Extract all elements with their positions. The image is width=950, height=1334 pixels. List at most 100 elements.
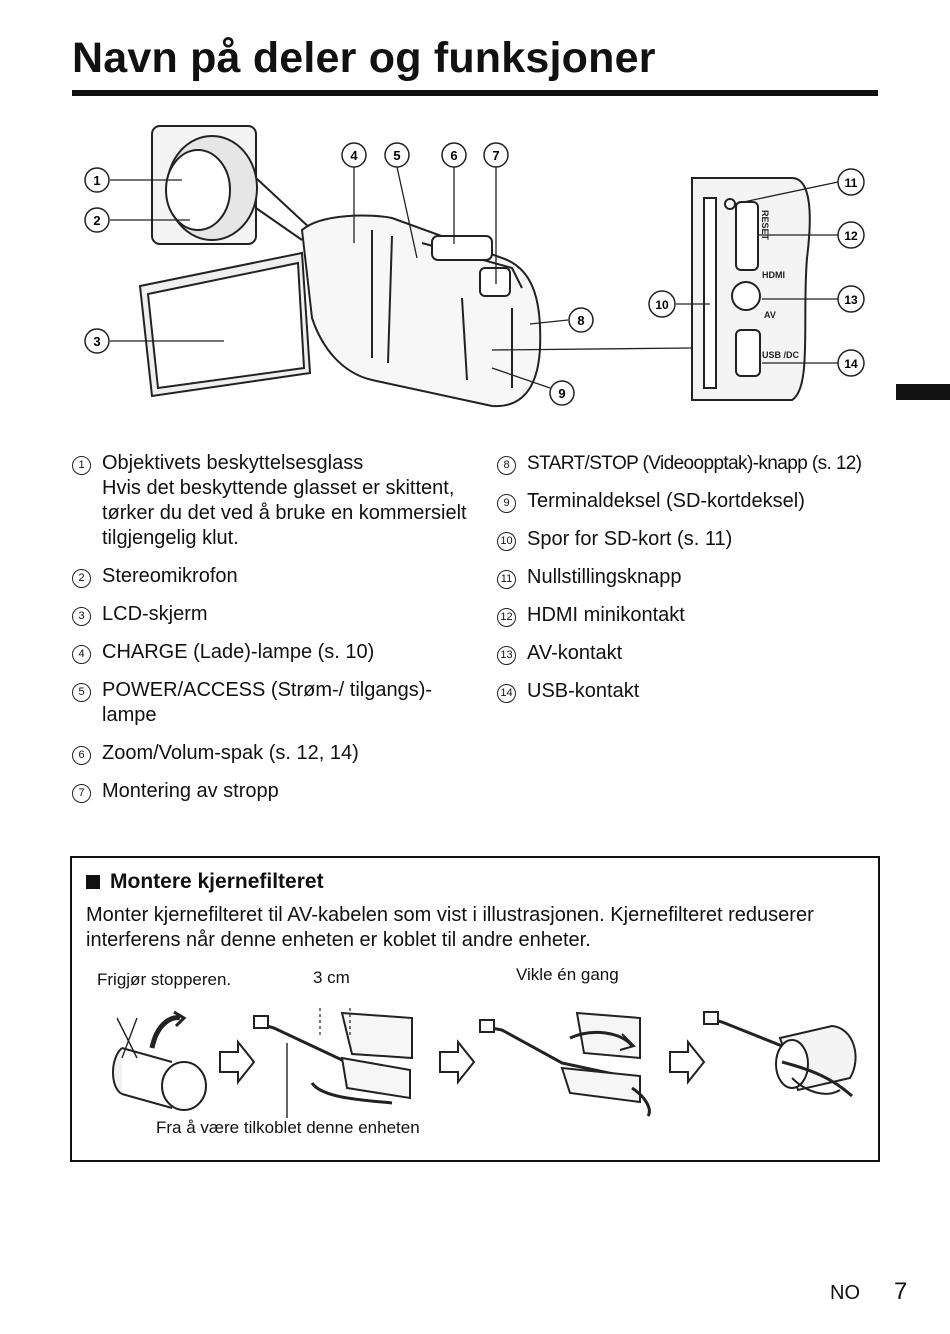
callout-7: 7 <box>483 142 509 168</box>
part-label: LCD-skjerm <box>102 603 208 625</box>
part-num: 4 <box>72 645 91 664</box>
arrow-right-icon <box>439 1039 476 1085</box>
arrow-right-icon <box>219 1039 256 1085</box>
callout-13: 13 <box>837 285 865 313</box>
callout-8: 8 <box>568 307 594 333</box>
svg-text:8: 8 <box>577 313 584 328</box>
part-label: USB-kontakt <box>527 680 640 702</box>
part-num: 5 <box>72 683 91 702</box>
step1-caption: Frigjør stopperen. <box>97 970 232 989</box>
part-num: 2 <box>72 569 91 588</box>
callout-9: 9 <box>549 380 575 406</box>
panel-label-reset: RESET <box>760 210 770 241</box>
callout-3: 3 <box>84 328 110 354</box>
part-label: Spor for SD-kort (s. 11) <box>527 528 733 550</box>
square-bullet-icon <box>86 875 100 889</box>
svg-text:2: 2 <box>93 213 100 228</box>
part-item-1: 1 Objektivets beskyttelsesglass Hvis det… <box>72 451 472 551</box>
part-num: 8 <box>497 456 516 475</box>
core-filter-box: Montere kjernefilteret Monter kjernefilt… <box>70 856 880 1162</box>
core-filter-heading: Montere kjernefilteret <box>86 870 324 894</box>
part-label: START/STOP (Videoopptak)-knapp (s. 12) <box>527 453 862 474</box>
svg-text:6: 6 <box>450 148 457 163</box>
core-filter-body: Monter kjernefilteret til AV-kabelen som… <box>86 904 814 951</box>
part-item-5: 5 POWER/ACCESS (Strøm-/ tilgangs)-lampe <box>72 678 472 728</box>
part-num: 6 <box>72 746 91 765</box>
svg-text:7: 7 <box>492 148 499 163</box>
part-label: Zoom/Volum-spak (s. 12, 14) <box>102 742 359 764</box>
callout-14: 14 <box>837 349 865 377</box>
part-label: Stereomikrofon <box>102 565 238 587</box>
callout-5: 5 <box>384 142 410 168</box>
page-number: 7 <box>894 1278 908 1305</box>
panel-label-usb: USB /DC <box>762 350 800 360</box>
part-item-10: 10 Spor for SD-kort (s. 11) <box>497 527 897 552</box>
part-num: 9 <box>497 494 516 513</box>
camcorder-diagram: 1 2 3 4 5 6 7 8 9 10 11 12 13 14 RESET H… <box>84 125 865 408</box>
part-item-2: 2 Stereomikrofon <box>72 564 472 589</box>
arrow-right-icon <box>669 1039 706 1085</box>
filter-closed-step4-icon <box>703 1011 857 1098</box>
measure-caption: 3 cm <box>313 968 350 987</box>
part-note: Hvis det beskyttende glasset er skittent… <box>102 477 467 549</box>
core-filter-title: Montere kjernefilteret <box>110 870 324 893</box>
part-num: 7 <box>72 784 91 803</box>
part-label: CHARGE (Lade)-lampe (s. 10) <box>102 641 375 663</box>
title-rule <box>72 90 878 96</box>
svg-text:3: 3 <box>93 334 100 349</box>
part-num: 13 <box>497 646 516 665</box>
part-item-12: 12 HDMI minikontakt <box>497 603 897 628</box>
part-item-4: 4 CHARGE (Lade)-lampe (s. 10) <box>72 640 472 665</box>
callout-4: 4 <box>341 142 367 168</box>
step3-caption: Vikle én gang <box>516 965 619 984</box>
part-num: 10 <box>497 532 516 551</box>
page-title: Navn på deler og funksjoner <box>72 34 656 82</box>
callout-11: 11 <box>837 168 865 196</box>
part-item-9: 9 Terminaldeksel (SD-kortdeksel) <box>497 489 897 514</box>
part-label: AV-kontakt <box>527 642 623 664</box>
part-num: 11 <box>497 570 516 589</box>
cable-note-caption: Fra å være tilkoblet denne enheten <box>156 1118 420 1137</box>
svg-text:11: 11 <box>845 176 858 190</box>
part-item-11: 11 Nullstillingsknapp <box>497 565 897 590</box>
callout-6: 6 <box>441 142 467 168</box>
part-label: HDMI minikontakt <box>527 604 685 626</box>
part-item-6: 6 Zoom/Volum-spak (s. 12, 14) <box>72 741 472 766</box>
callout-10: 10 <box>648 290 676 318</box>
callout-2: 2 <box>84 207 110 233</box>
part-label: Nullstillingsknapp <box>527 566 682 588</box>
part-label: Objektivets beskyttelsesglass <box>102 452 364 474</box>
callout-1: 1 <box>84 167 110 193</box>
core-filter-illustration <box>112 1008 857 1118</box>
part-item-7: 7 Montering av stropp <box>72 779 472 804</box>
panel-label-hdmi: HDMI <box>762 270 785 280</box>
part-num: 1 <box>72 456 91 475</box>
part-num: 14 <box>497 684 516 703</box>
part-num: 12 <box>497 608 516 627</box>
part-label: Montering av stropp <box>102 780 279 802</box>
part-num: 3 <box>72 607 91 626</box>
svg-text:9: 9 <box>558 386 565 401</box>
part-item-13: 13 AV-kontakt <box>497 641 897 666</box>
svg-text:14: 14 <box>844 357 858 371</box>
callout-12: 12 <box>837 221 865 249</box>
svg-text:10: 10 <box>655 298 669 312</box>
filter-wrap-step3-icon <box>479 1011 651 1117</box>
part-label: POWER/ACCESS (Strøm-/ tilgangs)-lampe <box>102 679 433 726</box>
svg-text:13: 13 <box>844 293 858 307</box>
parts-list-right: 8 START/STOP (Videoopptak)-knapp (s. 12)… <box>497 451 897 717</box>
panel-label-av: AV <box>764 310 776 320</box>
filter-open-icon <box>112 1010 207 1111</box>
part-item-3: 3 LCD-skjerm <box>72 602 472 627</box>
svg-text:5: 5 <box>393 148 400 163</box>
part-label: Terminaldeksel (SD-kortdeksel) <box>527 490 805 512</box>
svg-text:1: 1 <box>93 173 100 188</box>
section-tab-marker <box>896 384 950 400</box>
language-code: NO <box>830 1282 860 1304</box>
part-item-14: 14 USB-kontakt <box>497 679 897 704</box>
parts-list-left: 1 Objektivets beskyttelsesglass Hvis det… <box>72 451 472 817</box>
svg-text:4: 4 <box>350 148 358 163</box>
part-item-8: 8 START/STOP (Videoopptak)-knapp (s. 12) <box>497 451 897 476</box>
svg-text:12: 12 <box>844 229 858 243</box>
filter-cable-step2-icon <box>253 1008 413 1118</box>
